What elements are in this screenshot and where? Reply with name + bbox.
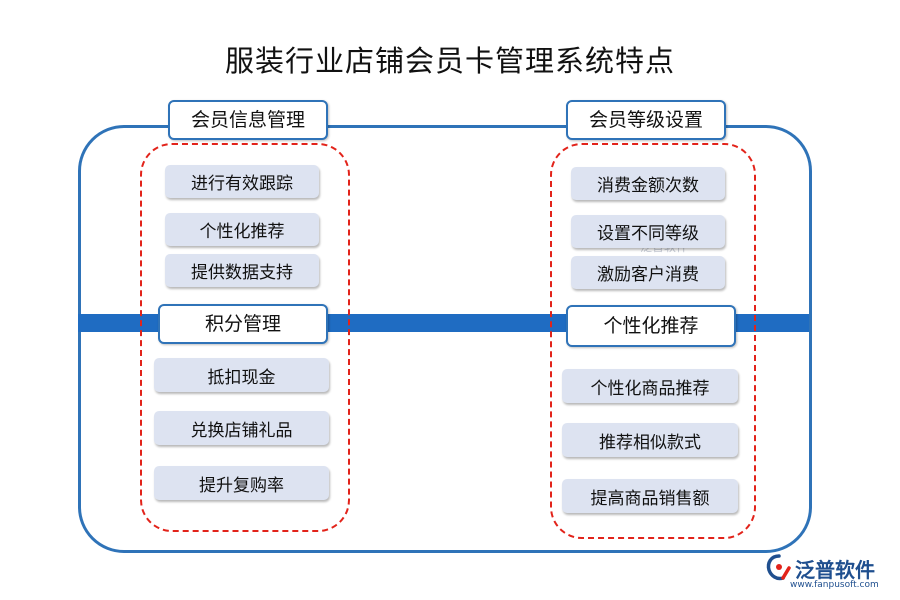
logo-name: 泛普软件	[795, 558, 875, 582]
right-item-5: 推荐相似款式	[562, 423, 738, 457]
header-member-info: 会员信息管理	[168, 100, 328, 140]
left-item-1: 进行有效跟踪	[165, 165, 319, 198]
brand-logo: 泛普软件 www.fanpusoft.com	[765, 552, 893, 596]
header-member-level: 会员等级设置	[566, 100, 726, 140]
right-item-4: 个性化商品推荐	[562, 369, 738, 403]
left-item-4: 抵扣现金	[154, 358, 329, 392]
logo-url: www.fanpusoft.com	[790, 580, 879, 590]
right-item-1: 消费金额次数	[571, 167, 725, 200]
left-dashed-group	[140, 143, 350, 532]
left-item-5: 兑换店铺礼品	[154, 411, 329, 445]
header-personalized: 个性化推荐	[566, 305, 736, 347]
page-title: 服装行业店铺会员卡管理系统特点	[224, 44, 675, 78]
right-item-2: 设置不同等级	[571, 215, 725, 248]
header-points: 积分管理	[158, 304, 328, 344]
logo-mark-icon	[766, 554, 791, 581]
right-dashed-group	[550, 143, 756, 539]
right-item-3: 激励客户消费	[571, 256, 725, 289]
outer-frame	[78, 125, 812, 553]
left-item-2: 个性化推荐	[165, 213, 319, 246]
left-item-6: 提升复购率	[154, 466, 329, 500]
left-item-3: 提供数据支持	[165, 254, 319, 287]
right-item-6: 提高商品销售额	[562, 479, 738, 513]
